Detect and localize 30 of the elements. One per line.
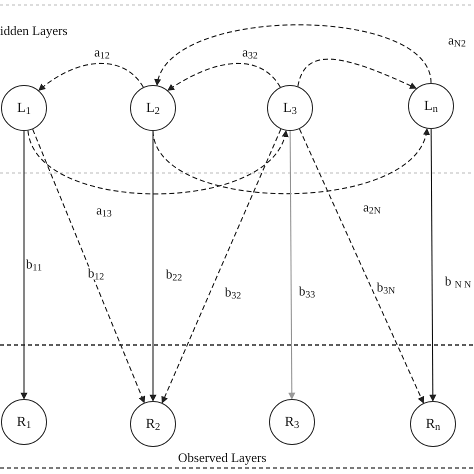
arrow bbox=[156, 24, 432, 86]
state-label: L$_{3}$ bbox=[283, 100, 297, 118]
arrow bbox=[32, 129, 146, 404]
arrow bbox=[20, 131, 28, 400]
arrow bbox=[38, 62, 144, 91]
layer-title: Observed Layers bbox=[178, 451, 266, 464]
arrow bbox=[298, 128, 424, 404]
state-label: L$_{n}$ bbox=[424, 98, 438, 116]
state-label: R$_{1}$ bbox=[16, 414, 32, 432]
edge-label: b$_{22}$ bbox=[164, 268, 184, 280]
arrow bbox=[150, 131, 156, 402]
state-label: L$_{1}$ bbox=[17, 100, 31, 118]
edge-label: b$_{11}$ bbox=[25, 258, 43, 270]
edge-label: b$_{12}$ bbox=[86, 266, 106, 280]
arrow bbox=[161, 128, 282, 404]
state-label: L$_{2}$ bbox=[146, 100, 160, 118]
arrow bbox=[288, 131, 296, 400]
arrow bbox=[297, 58, 417, 89]
state-label: R$_{n}$ bbox=[426, 416, 440, 434]
arrow bbox=[167, 62, 281, 91]
arrow bbox=[429, 129, 436, 402]
arrow bbox=[27, 130, 288, 194]
state-label: R$_{2}$ bbox=[146, 416, 160, 434]
arrow bbox=[152, 128, 428, 194]
edge-label: b $_{N N}$ bbox=[444, 274, 472, 288]
state-label: R$_{3}$ bbox=[284, 414, 300, 432]
edge-label: b$_{3N}$ bbox=[376, 280, 396, 294]
layer-title: idden Layers bbox=[0, 24, 68, 37]
edge-label: b$_{33}$ bbox=[298, 284, 316, 298]
edge-label: b$_{32}$ bbox=[224, 286, 242, 298]
